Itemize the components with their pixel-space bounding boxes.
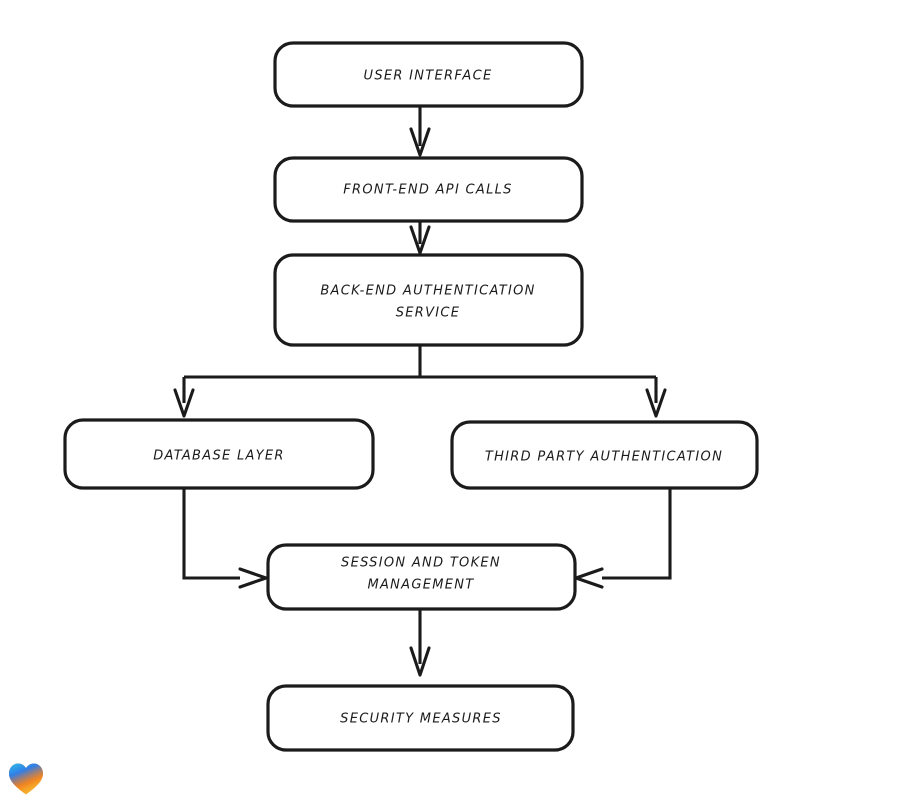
user-interface-label: USER INTERFACE — [364, 69, 493, 84]
edge-session-to-security — [409, 609, 431, 677]
edge-backend-to-database — [173, 377, 195, 418]
session-token-mgmt-box[interactable] — [266, 543, 577, 611]
backend-auth-service-label-line1: BACK-END AUTHENTICATION — [320, 284, 535, 299]
session-token-mgmt-label-line2: MANAGEMENT — [367, 578, 474, 593]
node-database-layer[interactable]: DATABASE LAYER — [63, 418, 375, 490]
database-layer-box[interactable] — [63, 418, 375, 490]
session-token-mgmt-label-line1: SESSION AND TOKEN — [341, 556, 501, 571]
node-user-interface[interactable]: USER INTERFACE — [273, 41, 584, 108]
edge-backend-split-bus — [184, 346, 656, 379]
node-backend-auth-service[interactable]: BACK-END AUTHENTICATION SERVICE — [273, 253, 584, 347]
security-measures-label: SECURITY MEASURES — [340, 712, 502, 727]
edge-thirdparty-to-session — [574, 489, 672, 589]
database-layer-label: DATABASE LAYER — [153, 449, 285, 464]
node-session-token-mgmt[interactable]: SESSION AND TOKEN MANAGEMENT — [266, 543, 577, 611]
node-third-party-auth[interactable]: THIRD PARTY AUTHENTICATION — [450, 420, 759, 490]
edge-database-to-session — [182, 489, 268, 589]
user-interface-box[interactable] — [273, 41, 584, 108]
heart-icon — [9, 763, 43, 795]
node-frontend-api-calls[interactable]: FRONT-END API CALLS — [273, 156, 584, 223]
backend-auth-service-label-line2: SERVICE — [396, 306, 461, 321]
security-measures-box[interactable] — [266, 684, 575, 752]
heart-icon-overlay — [9, 763, 43, 795]
edge-frontend-to-backend — [409, 221, 431, 255]
edge-ui-to-frontend — [409, 106, 431, 157]
edge-backend-to-thirdparty — [645, 377, 667, 418]
third-party-auth-box[interactable] — [450, 420, 759, 490]
backend-auth-service-box[interactable] — [273, 253, 584, 347]
frontend-api-calls-box[interactable] — [273, 156, 584, 223]
node-security-measures[interactable]: SECURITY MEASURES — [266, 684, 575, 752]
third-party-auth-label: THIRD PARTY AUTHENTICATION — [485, 450, 723, 465]
frontend-api-calls-label: FRONT-END API CALLS — [343, 183, 512, 198]
